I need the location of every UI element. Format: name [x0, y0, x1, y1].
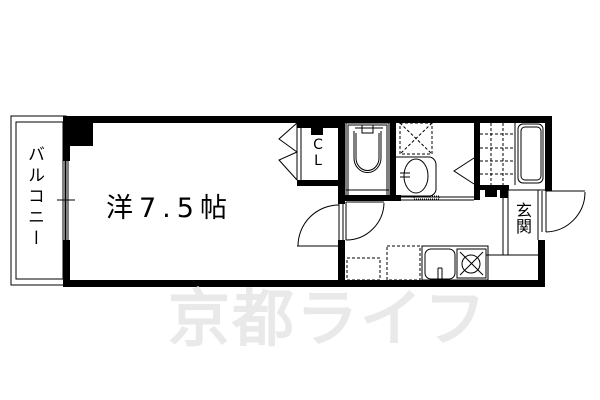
toilet: [345, 122, 390, 197]
balcony-label: バルコニー: [24, 145, 44, 250]
main-room-label: 洋7.5帖: [106, 193, 233, 224]
bath-door: [453, 157, 475, 185]
outer-walls: [63, 116, 552, 287]
drain-rail: [413, 195, 440, 200]
entrance-door: [541, 190, 586, 233]
balcony-window: [57, 161, 75, 240]
partition-walls: [338, 122, 509, 287]
closet-label: CL: [310, 137, 326, 169]
entrance-label: 玄関: [513, 202, 532, 234]
washroom-door: [345, 201, 385, 241]
room-door: [297, 204, 344, 247]
kitchen: [346, 245, 538, 281]
watermark: 京都ライフ: [168, 282, 489, 355]
washbasin: [396, 156, 474, 201]
washing-machine-space: [399, 122, 433, 155]
bathroom: [477, 123, 544, 185]
